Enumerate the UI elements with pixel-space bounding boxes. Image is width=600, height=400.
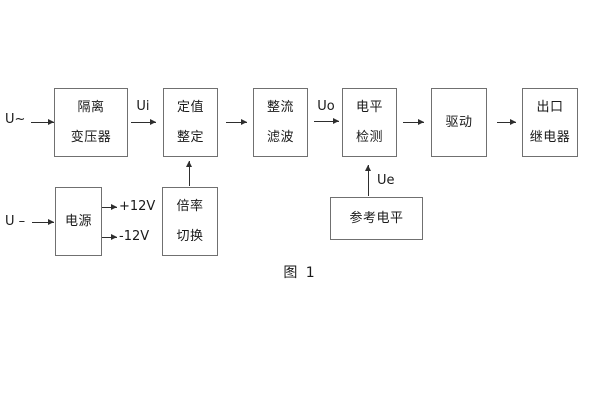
figure-caption: 图 1 — [283, 265, 317, 281]
block-power-supply-line1: 电源 — [64, 213, 92, 229]
arrow-ac-to-isolation — [31, 119, 54, 125]
block-level-detector: 电平 检测 — [342, 88, 397, 157]
block-reference-level: 参考电平 — [330, 197, 423, 240]
rail-minus12v-label: -12V — [119, 229, 150, 244]
block-setpoint-adjust-line1: 定值 — [176, 99, 204, 115]
arrow-ue-reference-to-level — [365, 165, 371, 196]
block-ratio-switch-line1: 倍率 — [176, 198, 204, 214]
block-rectifier-filter: 整流 滤波 — [253, 88, 308, 157]
block-level-detector-line2: 检测 — [355, 129, 383, 145]
block-setpoint-adjust-line2: 整定 — [176, 129, 204, 145]
signal-ui-label: Ui — [136, 99, 150, 114]
block-isolation-transformer-line1: 隔离 — [77, 99, 105, 115]
block-output-relay-line1: 出口 — [536, 99, 564, 115]
arrow-ratio-to-setpoint — [186, 161, 192, 186]
arrow-uo-rectifier-to-level — [314, 118, 339, 124]
block-rectifier-filter-line2: 滤波 — [266, 129, 294, 145]
arrow-driver-to-relay — [497, 119, 516, 125]
arrow-level-to-driver — [403, 119, 424, 125]
arrow-power-plus12v — [102, 204, 117, 210]
block-output-relay-line2: 继电器 — [529, 129, 571, 145]
arrow-setpoint-to-rectifier — [226, 119, 247, 125]
block-ratio-switch: 倍率 切换 — [162, 187, 218, 256]
rail-plus12v-label: +12V — [119, 199, 156, 214]
block-rectifier-filter-line1: 整流 — [266, 99, 294, 115]
arrow-dc-to-power — [32, 219, 54, 225]
arrow-power-minus12v — [102, 234, 117, 240]
block-setpoint-adjust: 定值 整定 — [163, 88, 218, 157]
block-output-relay: 出口 继电器 — [522, 88, 578, 157]
block-isolation-transformer: 隔离 变压器 — [54, 88, 128, 157]
block-power-supply: 电源 — [55, 187, 102, 256]
dc-input-label: U – — [5, 214, 26, 229]
block-reference-level-line1: 参考电平 — [349, 210, 404, 226]
ac-input-label: U~ — [5, 112, 26, 127]
block-isolation-transformer-line2: 变压器 — [70, 129, 112, 145]
block-driver: 驱动 — [431, 88, 487, 157]
block-driver-line1: 驱动 — [445, 114, 473, 130]
block-level-detector-line1: 电平 — [355, 99, 383, 115]
block-ratio-switch-line2: 切换 — [176, 228, 204, 244]
arrow-ui-isolation-to-setpoint — [131, 119, 156, 125]
signal-ue-label: Ue — [377, 173, 395, 188]
signal-uo-label: Uo — [317, 99, 335, 114]
